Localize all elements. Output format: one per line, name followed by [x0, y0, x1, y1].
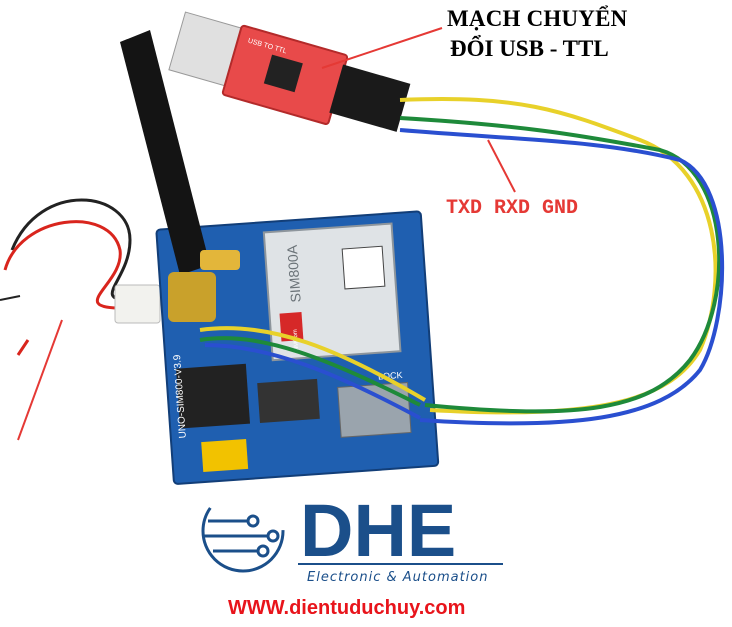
power-wires	[0, 198, 132, 441]
sim800a-module: SIM800A SIMCom	[262, 222, 402, 362]
antenna	[120, 30, 240, 322]
usb-ttl-converter: USB TO TTL	[168, 11, 411, 132]
converter-title-line1: MẠCH CHUYỂN	[447, 6, 628, 31]
logo-tagline: Electronic & Automation	[307, 570, 489, 585]
jumper-wires	[199, 97, 725, 426]
dhe-logo: DHE	[188, 486, 518, 586]
pin-labels: TXD RXD GND	[446, 197, 579, 220]
module-label: SIM800A	[284, 244, 304, 303]
power-connector	[114, 284, 161, 324]
lock-label: LOCK	[378, 370, 403, 382]
pins-pointer	[487, 139, 516, 193]
converter-title-line2: ĐỔI USB - TTL	[450, 36, 609, 61]
circuit-logo-icon: DHE	[201, 489, 503, 573]
website-url: WWW.dientuduchuy.com	[228, 597, 466, 619]
brand-text: DHE	[300, 489, 456, 572]
converter-pointer	[321, 27, 443, 69]
